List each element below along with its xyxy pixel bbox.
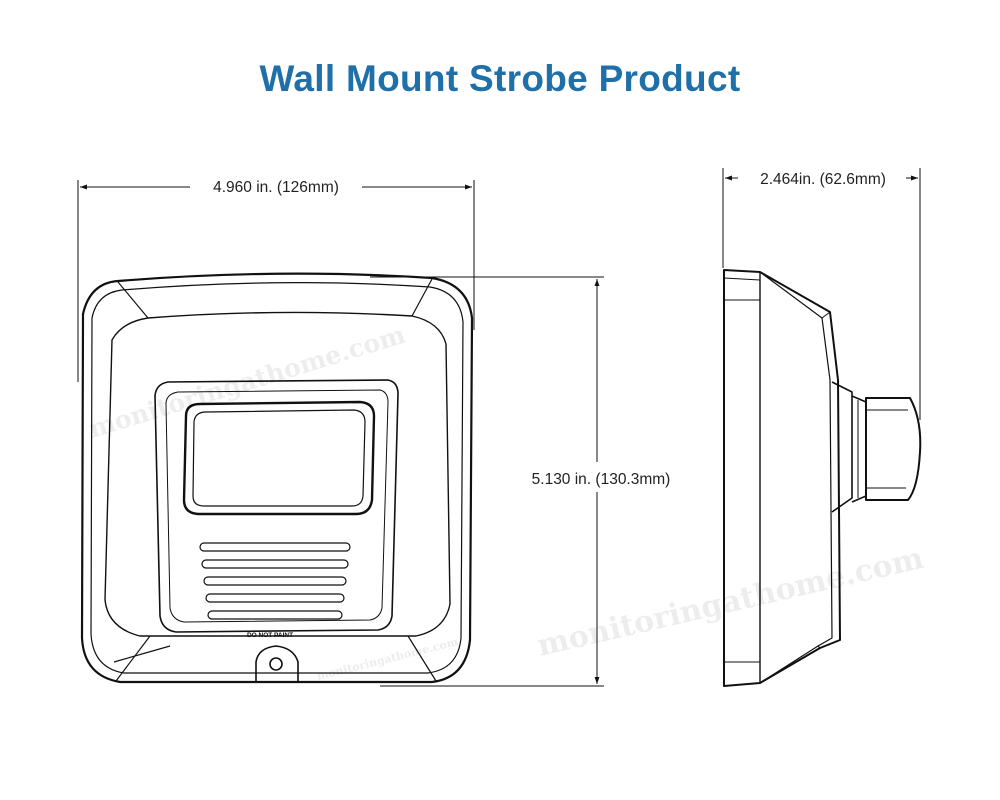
width-dimension: 4.960 in. (126mm) [77, 179, 475, 382]
page-title: Wall Mount Strobe Product [259, 58, 741, 99]
svg-text:monitoringathome.com: monitoringathome.com [85, 320, 408, 444]
watermark: monitoringathome.com monitoringathome.co… [85, 320, 927, 683]
svg-text:monitoringathome.com: monitoringathome.com [534, 541, 927, 664]
svg-text:monitoringathome.com: monitoringathome.com [316, 635, 460, 683]
height-dimension-label: 5.130 in. (130.3mm) [532, 471, 671, 488]
depth-dimension: 2.464in. (62.6mm) [722, 168, 921, 420]
strobe-front-view [80, 272, 474, 684]
width-dimension-label: 4.960 in. (126mm) [213, 179, 339, 196]
depth-dimension-label: 2.464in. (62.6mm) [760, 171, 886, 188]
screw-icon [269, 657, 283, 671]
do-not-paint-label: DO NOT PAINT [247, 632, 293, 639]
height-dimension: 5.130 in. (130.3mm) [370, 276, 671, 687]
strobe-side-view [723, 269, 922, 687]
